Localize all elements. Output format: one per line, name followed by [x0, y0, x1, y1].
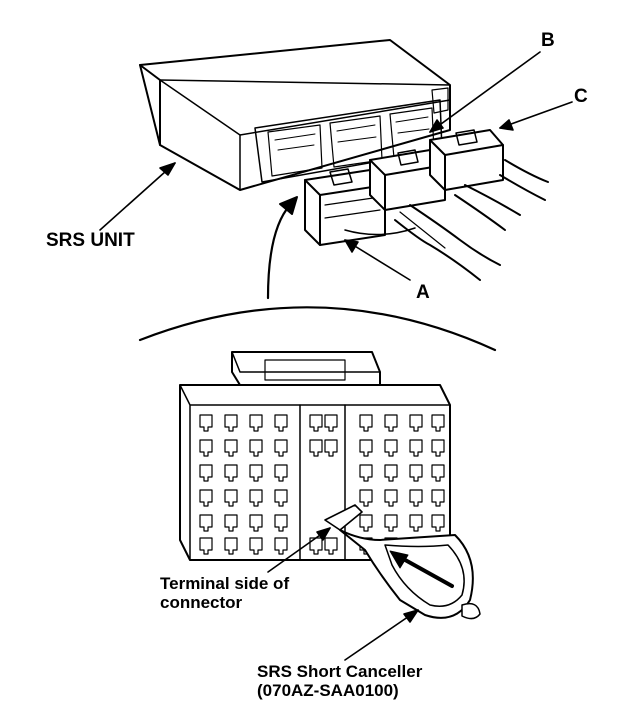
terminal-cavity — [199, 489, 213, 507]
label-terminal-side: Terminal side of connector — [160, 574, 289, 612]
terminal-cavity — [309, 439, 323, 457]
terminal-cavity — [274, 439, 288, 457]
terminal-cavity — [274, 489, 288, 507]
terminal-cavity — [409, 439, 423, 457]
terminal-cavity — [224, 489, 238, 507]
terminal-cavity — [384, 514, 398, 532]
label-srs-unit: SRS UNIT — [46, 230, 135, 251]
terminal-cavity — [409, 489, 423, 507]
terminal-cavity — [249, 414, 263, 432]
detail-arrow — [266, 196, 298, 300]
terminal-cavity — [384, 489, 398, 507]
connector-a-drawing — [304, 168, 416, 246]
terminal-cavity — [409, 514, 423, 532]
terminal-cavity — [359, 414, 373, 432]
terminal-cavity — [384, 464, 398, 482]
terminal-cavity — [249, 489, 263, 507]
terminal-cavity — [309, 537, 323, 555]
terminal-cavity — [409, 464, 423, 482]
label-b: B — [541, 30, 555, 51]
terminal-cavity — [431, 489, 445, 507]
terminal-cavity — [431, 439, 445, 457]
terminal-cavity — [324, 537, 338, 555]
terminal-cavity — [199, 537, 213, 555]
terminal-cavity — [224, 414, 238, 432]
label-terminal-line1: Terminal side of — [160, 574, 290, 593]
label-a: A — [416, 282, 430, 303]
terminal-cavity — [274, 514, 288, 532]
terminal-cavity — [249, 464, 263, 482]
terminal-cavity — [431, 414, 445, 432]
terminal-connector-drawing — [179, 351, 451, 561]
terminal-cavity — [224, 439, 238, 457]
wire-harness — [394, 159, 549, 281]
leader-lines — [99, 51, 573, 281]
terminal-cavity — [224, 537, 238, 555]
terminal-cavity — [324, 414, 338, 432]
connector-c-drawing — [429, 129, 504, 191]
label-terminal-line2: connector — [160, 593, 243, 613]
terminal-cavity — [431, 514, 445, 532]
lower-leader-lines — [267, 527, 419, 661]
terminal-cavity — [249, 439, 263, 457]
terminal-cavity — [199, 464, 213, 482]
terminal-cavity — [359, 514, 373, 532]
terminal-cavity — [359, 464, 373, 482]
label-canceller-line2: (070AZ-SAA0100) — [257, 681, 399, 701]
label-canceller-line1: SRS Short Canceller — [257, 662, 423, 681]
terminal-cavity — [249, 514, 263, 532]
terminal-cavity — [384, 439, 398, 457]
label-c: C — [574, 86, 588, 107]
terminal-cavity — [324, 439, 338, 457]
terminal-cavity — [224, 514, 238, 532]
terminal-cavity — [274, 414, 288, 432]
srs-unit-drawing — [139, 39, 451, 191]
detail-arc — [138, 306, 497, 352]
terminal-cavity — [409, 414, 423, 432]
terminal-cavity — [274, 537, 288, 555]
terminal-cavity — [224, 464, 238, 482]
terminal-cavity — [199, 414, 213, 432]
terminal-cavity — [274, 464, 288, 482]
terminal-cavity — [199, 439, 213, 457]
short-canceller-drawing — [324, 504, 481, 620]
terminal-cavity — [359, 489, 373, 507]
connector-b-drawing — [369, 149, 446, 211]
terminal-cavity — [249, 537, 263, 555]
terminal-cavity — [431, 464, 445, 482]
label-short-canceller: SRS Short Canceller (070AZ-SAA0100) — [257, 662, 422, 700]
terminal-cavity — [309, 414, 323, 432]
terminal-cavity — [384, 414, 398, 432]
terminal-cavity — [199, 514, 213, 532]
terminal-cavity — [359, 439, 373, 457]
